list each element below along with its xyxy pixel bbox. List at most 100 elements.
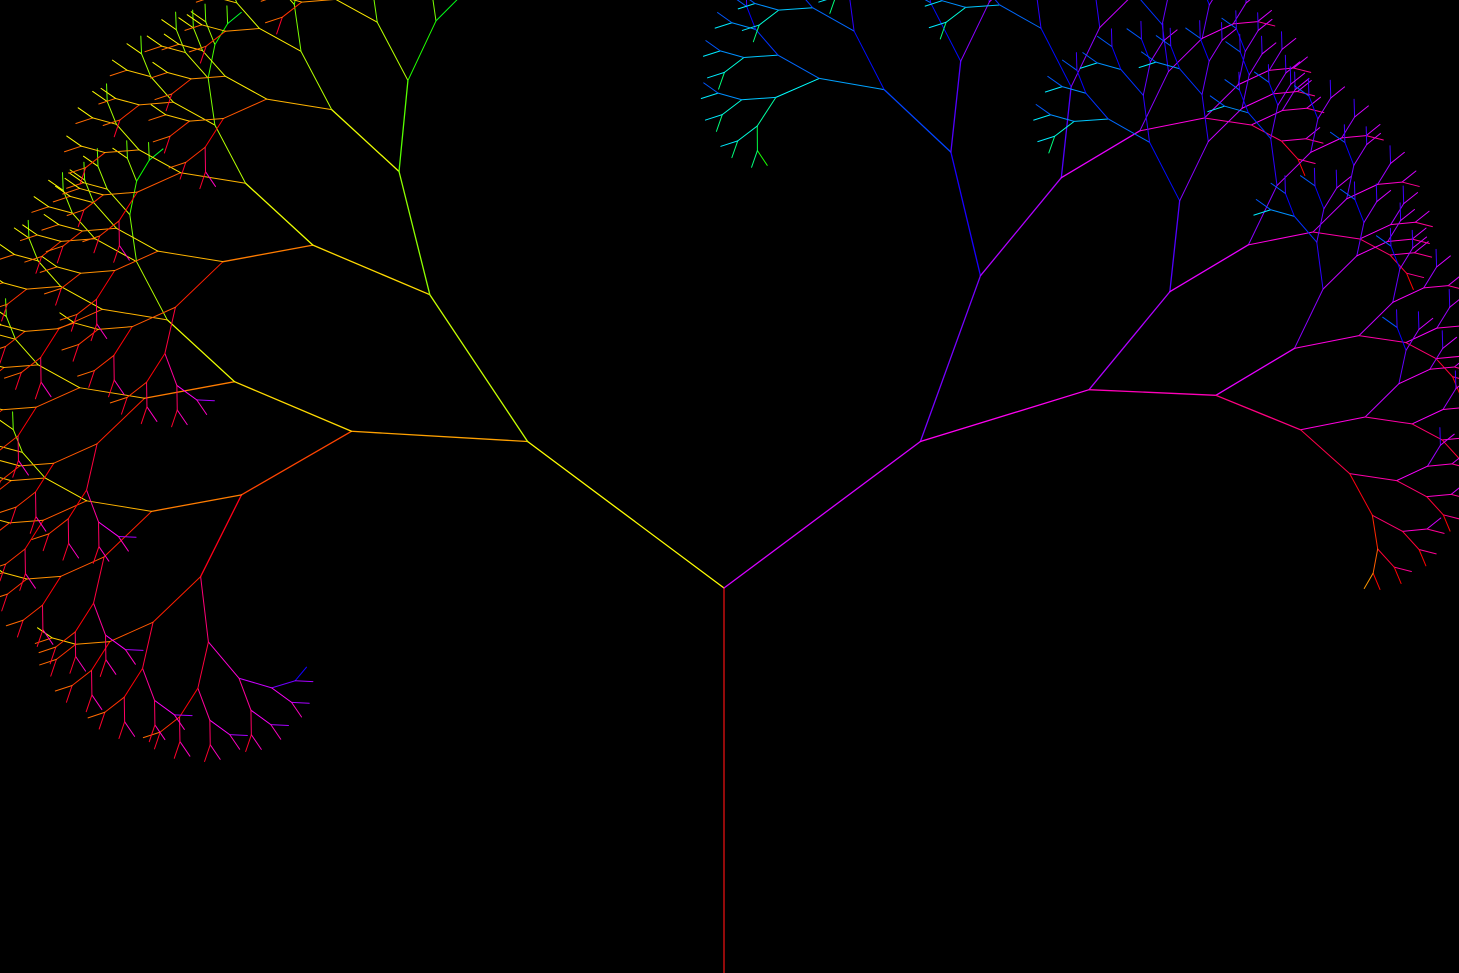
tree-branch [714,22,733,29]
tree-branch [92,117,117,125]
tree-branch [1441,439,1459,459]
tree-branch [40,328,60,358]
tree-branch [224,75,268,100]
tree-branch [2,572,28,580]
tree-branch [115,123,140,151]
tree-branch [229,734,241,750]
tree-branch [63,145,82,153]
tree-branch [702,50,721,57]
tree-branch [1312,198,1348,233]
tree-branch [44,477,88,502]
tree-branch [526,440,725,589]
tree-branch [281,1,303,18]
tree-branch [1401,170,1417,183]
tree-branch [1035,104,1052,116]
tree-branch [1389,227,1392,247]
tree-branch [1244,29,1259,52]
tree-branch [979,177,1062,277]
tree-branch [93,602,107,636]
tree-branch [1215,347,1296,396]
tree-branch [150,104,167,116]
tree-branch [1353,143,1368,166]
tree-branch [1088,291,1171,391]
tree-branch [112,147,128,159]
tree-branch [238,677,273,689]
tree-branch [1427,444,1441,467]
tree-branch [1277,83,1292,106]
tree-branch [80,270,116,274]
tree-branch [741,96,777,101]
tree-branch [152,61,168,73]
tree-branch [56,266,82,274]
tree-branch [3,372,22,379]
tree-branch [1400,208,1415,222]
tree-branch [435,0,458,22]
tree-branch [1203,117,1252,126]
tree-branch [22,224,38,236]
tree-branch [1285,61,1301,74]
tree-branch [176,409,188,426]
tree-branch [1435,248,1438,268]
tree-branch [928,21,947,29]
tree-branch [118,721,126,740]
tree-branch [60,285,103,310]
tree-branch [52,195,71,203]
tree-branch [700,92,719,100]
tree-branch [1096,62,1122,70]
tree-branch [16,619,24,638]
tree-branch [1353,181,1356,201]
tree-branch [209,719,231,736]
tree-branch [62,172,64,191]
tree-branch [0,365,5,369]
tree-branch [175,29,186,54]
tree-branch [61,343,80,351]
tree-branch [179,687,199,718]
tree-branch [1293,335,1360,349]
tree-branch [165,93,173,112]
tree-branch [0,345,7,349]
tree-branch [92,90,108,103]
tree-branch [93,202,117,229]
tree-branch [5,330,26,347]
tree-branch [1297,158,1316,165]
tree-branch [153,731,161,750]
tree-branch [1411,423,1443,441]
tree-branch [407,20,437,81]
tree-branch [1232,21,1259,25]
tree-branch [1363,572,1374,589]
tree-branch [754,3,780,11]
tree-branch [0,282,4,285]
tree-branch [138,101,174,106]
tree-branch [78,328,99,345]
tree-branch [1120,69,1144,96]
tree-branch [179,161,187,180]
tree-branch [0,303,8,308]
tree-branch [41,256,58,268]
tree-branch [1377,162,1392,185]
tree-branch [83,194,104,211]
tree-branch [1442,514,1451,532]
tree-branch [75,117,94,124]
tree-branch [705,40,721,52]
tree-branch [945,6,967,23]
tree-branch [1284,54,1287,74]
tree-branch [1405,327,1438,344]
tree-branch [1451,463,1459,467]
tree-branch [1224,105,1249,114]
tree-branch [258,27,302,52]
tree-branch [28,237,39,262]
tree-branch [238,677,252,711]
tree-branch [294,666,308,682]
tree-branch [126,140,128,159]
tree-branch [68,167,87,174]
tree-branch [1300,416,1366,431]
tree-branch [1235,27,1246,52]
tree-branch [113,379,125,396]
tree-branch [75,656,87,672]
tree-branch [1050,114,1075,122]
tree-branch [227,11,242,25]
tree-branch [204,117,224,148]
tree-branch [19,573,26,591]
tree-branch [41,224,60,231]
tree-branch [1436,325,1459,329]
